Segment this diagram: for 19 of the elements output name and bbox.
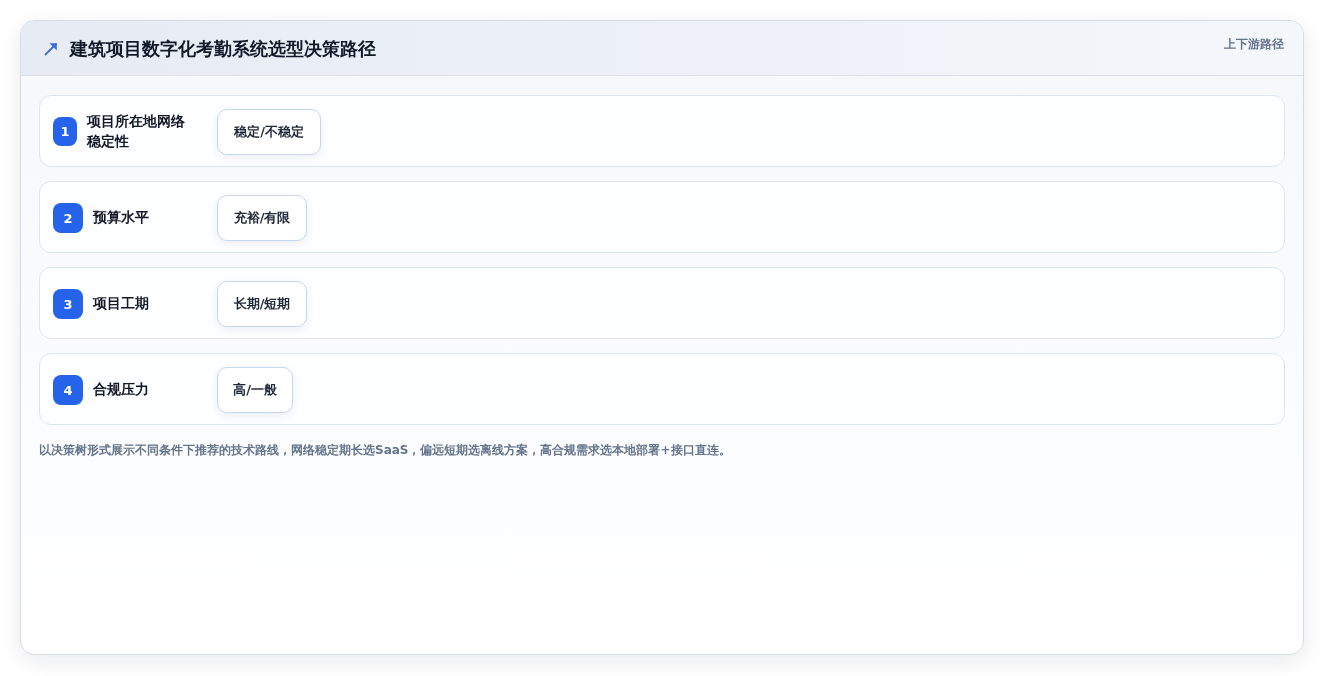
step-number: 1 (53, 117, 77, 146)
decision-row (39, 181, 1285, 253)
condition-options: 长期/短期 (217, 281, 307, 327)
step-number: 3 (53, 289, 83, 319)
caption-text: 以决策树形式展示不同条件下推荐的技术路线，网络稳定期长选SaaS，偏远短期选离线方案，高合规需求选本地部署+接口直连。 (39, 442, 731, 458)
condition-options: 充裕/有限 (217, 195, 307, 241)
criterion-label: 项目所在地网络稳定性 (87, 112, 186, 151)
decision-row (39, 95, 1285, 167)
condition-options: 高/一般 (217, 367, 293, 413)
decision-row (39, 353, 1285, 425)
header-note: 上下游路径 (1224, 36, 1284, 52)
criterion-label: 预算水平 (93, 208, 150, 227)
step-number: 4 (53, 375, 83, 405)
diagram-title: 建筑项目数字化考勤系统选型决策路径 (70, 37, 376, 61)
criterion-label: 项目工期 (93, 294, 150, 313)
decision-row (39, 267, 1285, 339)
condition-options: 稳定/不稳定 (217, 109, 321, 155)
criterion-label: 合规压力 (93, 380, 150, 399)
step-number: 2 (53, 203, 83, 233)
